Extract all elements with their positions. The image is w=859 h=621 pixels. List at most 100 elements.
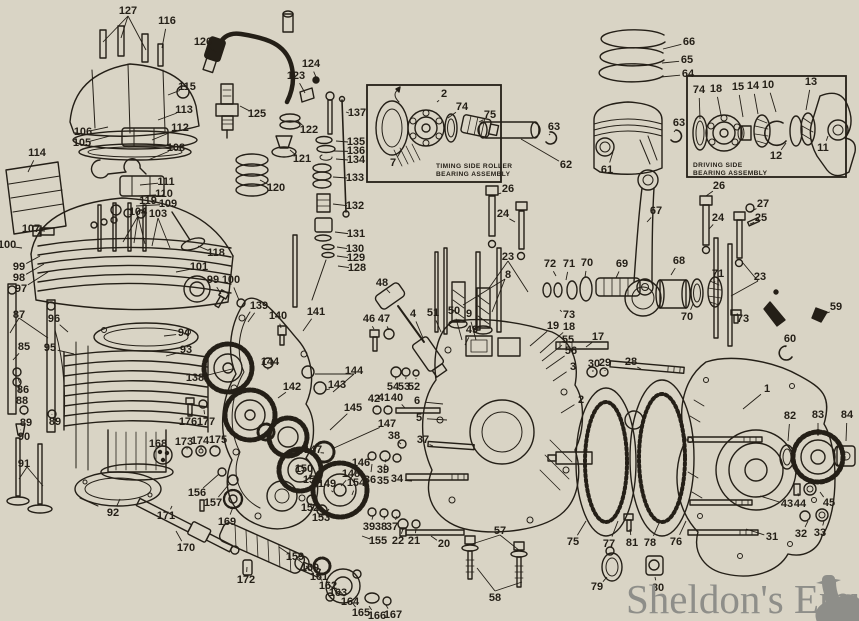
label-leader-line xyxy=(769,92,777,113)
label-leader-line xyxy=(305,565,313,573)
part-label-15: 15 xyxy=(732,81,744,93)
label-leader-line xyxy=(59,324,69,333)
part-label-169: 169 xyxy=(218,516,236,528)
label-leader-line xyxy=(499,534,521,552)
label-leader-line xyxy=(784,345,787,348)
label-leader-line xyxy=(609,151,614,163)
label-leader-line xyxy=(26,466,44,487)
label-leader-line xyxy=(383,515,386,520)
connecting-rod xyxy=(624,169,742,324)
part-label-91: 91 xyxy=(18,458,30,470)
label-leader-line xyxy=(584,270,587,278)
label-leader-line xyxy=(576,520,587,536)
label-leader-line xyxy=(279,323,282,329)
part-label-153: 153 xyxy=(312,512,330,524)
label-leader-line xyxy=(302,318,313,332)
part-label-11: 11 xyxy=(817,142,829,154)
part-label-57: 57 xyxy=(494,525,506,537)
label-leader-line xyxy=(615,271,620,279)
label-leader-line xyxy=(122,215,139,243)
label-leader-line xyxy=(133,215,139,244)
crankcase-drive-half xyxy=(676,357,836,577)
label-leader-line xyxy=(329,413,348,431)
label-leader-line xyxy=(167,90,180,96)
part-label-82: 82 xyxy=(784,410,796,422)
part-label-80: 80 xyxy=(652,582,664,594)
rocker-cover-pins xyxy=(99,25,164,67)
part-label-37: 37 xyxy=(386,521,398,533)
label-leader-line xyxy=(637,366,642,370)
part-label-100: 100 xyxy=(0,239,16,251)
part-label-145: 145 xyxy=(344,402,362,414)
part-label-63: 63 xyxy=(673,117,685,129)
label-leader-line xyxy=(385,604,389,609)
part-label-109: 109 xyxy=(159,198,177,210)
label-leader-line xyxy=(216,286,222,295)
valves xyxy=(6,437,53,514)
part-label-12: 12 xyxy=(770,150,782,162)
part-label-1: 1 xyxy=(764,383,770,395)
part-label-147: 147 xyxy=(304,444,322,456)
part-label-162: 162 xyxy=(319,580,337,592)
label-leader-line xyxy=(447,111,457,119)
part-label-154: 154 xyxy=(347,477,366,489)
label-leader-line xyxy=(539,332,564,354)
label-leader-line xyxy=(670,267,676,276)
label-leader-line xyxy=(414,528,417,534)
part-label-150: 150 xyxy=(295,463,313,475)
part-label-8: 8 xyxy=(505,269,511,281)
label-leader-line xyxy=(464,337,470,346)
part-label-126: 126 xyxy=(194,36,212,48)
label-leader-line xyxy=(804,520,809,528)
part-label-6: 6 xyxy=(414,395,420,407)
label-leader-line xyxy=(120,15,129,39)
part-label-167: 167 xyxy=(384,609,402,621)
part-label-97: 97 xyxy=(15,283,27,295)
part-label-41: 41 xyxy=(378,392,390,404)
label-leader-line xyxy=(400,528,404,534)
part-label-92: 92 xyxy=(107,507,119,519)
label-leader-line xyxy=(646,217,652,223)
part-label-103: 103 xyxy=(149,208,167,220)
label-leader-line xyxy=(476,567,496,592)
part-label-95: 95 xyxy=(44,342,56,354)
label-leader-line xyxy=(602,576,608,582)
part-label-128: 128 xyxy=(348,262,366,274)
part-label-98: 98 xyxy=(13,272,25,284)
label-leader-line xyxy=(278,546,289,554)
part-label-60: 60 xyxy=(784,333,796,345)
label-leader-line xyxy=(335,158,349,161)
label-leader-line xyxy=(157,217,171,249)
part-label-70: 70 xyxy=(681,311,693,323)
label-leader-line xyxy=(332,373,355,393)
part-label-81: 81 xyxy=(626,537,638,549)
part-label-5: 5 xyxy=(416,412,422,424)
part-label-143: 143 xyxy=(328,379,346,391)
label-leader-line xyxy=(26,255,41,264)
part-number-labels: 1271161261151131061051121081141111101091… xyxy=(0,5,854,621)
label-leader-line xyxy=(436,99,440,103)
label-leader-line xyxy=(89,135,111,142)
label-leader-line xyxy=(315,573,323,581)
label-leader-line xyxy=(350,469,358,479)
part-label-24: 24 xyxy=(712,212,725,224)
part-label-75: 75 xyxy=(567,536,579,548)
label-leader-line xyxy=(12,352,20,361)
part-label-27: 27 xyxy=(757,198,769,210)
label-leader-line xyxy=(424,401,444,405)
label-leader-line xyxy=(629,528,632,536)
part-label-77: 77 xyxy=(603,538,615,550)
part-label-76: 76 xyxy=(670,536,682,548)
part-label-135: 135 xyxy=(347,136,365,148)
part-label-48: 48 xyxy=(376,277,388,289)
part-label-87: 87 xyxy=(13,309,25,321)
label-leader-line xyxy=(661,60,680,64)
part-label-152: 152 xyxy=(301,502,319,514)
label-leader-line xyxy=(370,463,373,473)
label-leader-line xyxy=(386,405,389,408)
label-leader-line xyxy=(401,404,406,409)
part-label-100: 100 xyxy=(222,274,240,286)
label-leader-line xyxy=(462,278,506,306)
label-leader-line xyxy=(27,160,35,173)
part-label-62: 62 xyxy=(560,159,572,171)
